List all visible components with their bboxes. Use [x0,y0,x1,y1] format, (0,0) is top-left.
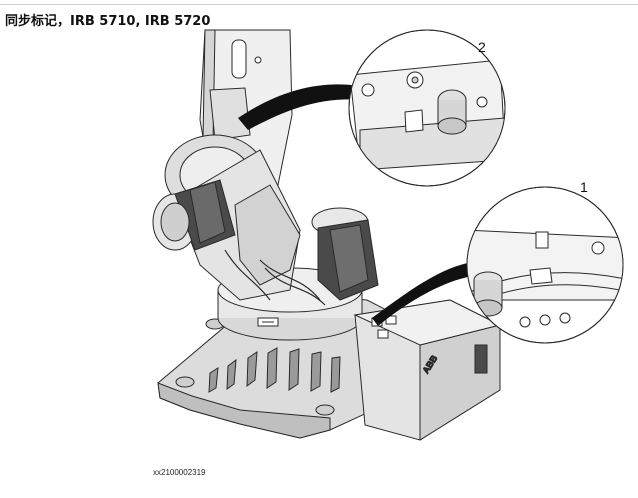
callout-2: 2 [478,39,486,55]
figure-id: xx2100002319 [153,468,206,477]
robot-cables [224,249,326,306]
detail-view-2 [348,29,506,187]
header-rule [0,4,638,5]
leader-line-2 [238,84,365,130]
leader-line-1 [372,262,472,326]
robot-motor-left [152,179,236,251]
robot-base [157,295,414,439]
detail-view-1 [466,186,624,344]
callout-1: 1 [580,179,588,195]
robot-motor-right [311,207,379,301]
section-title: 同步标记，IRB 5710, IRB 5720 [5,14,211,29]
